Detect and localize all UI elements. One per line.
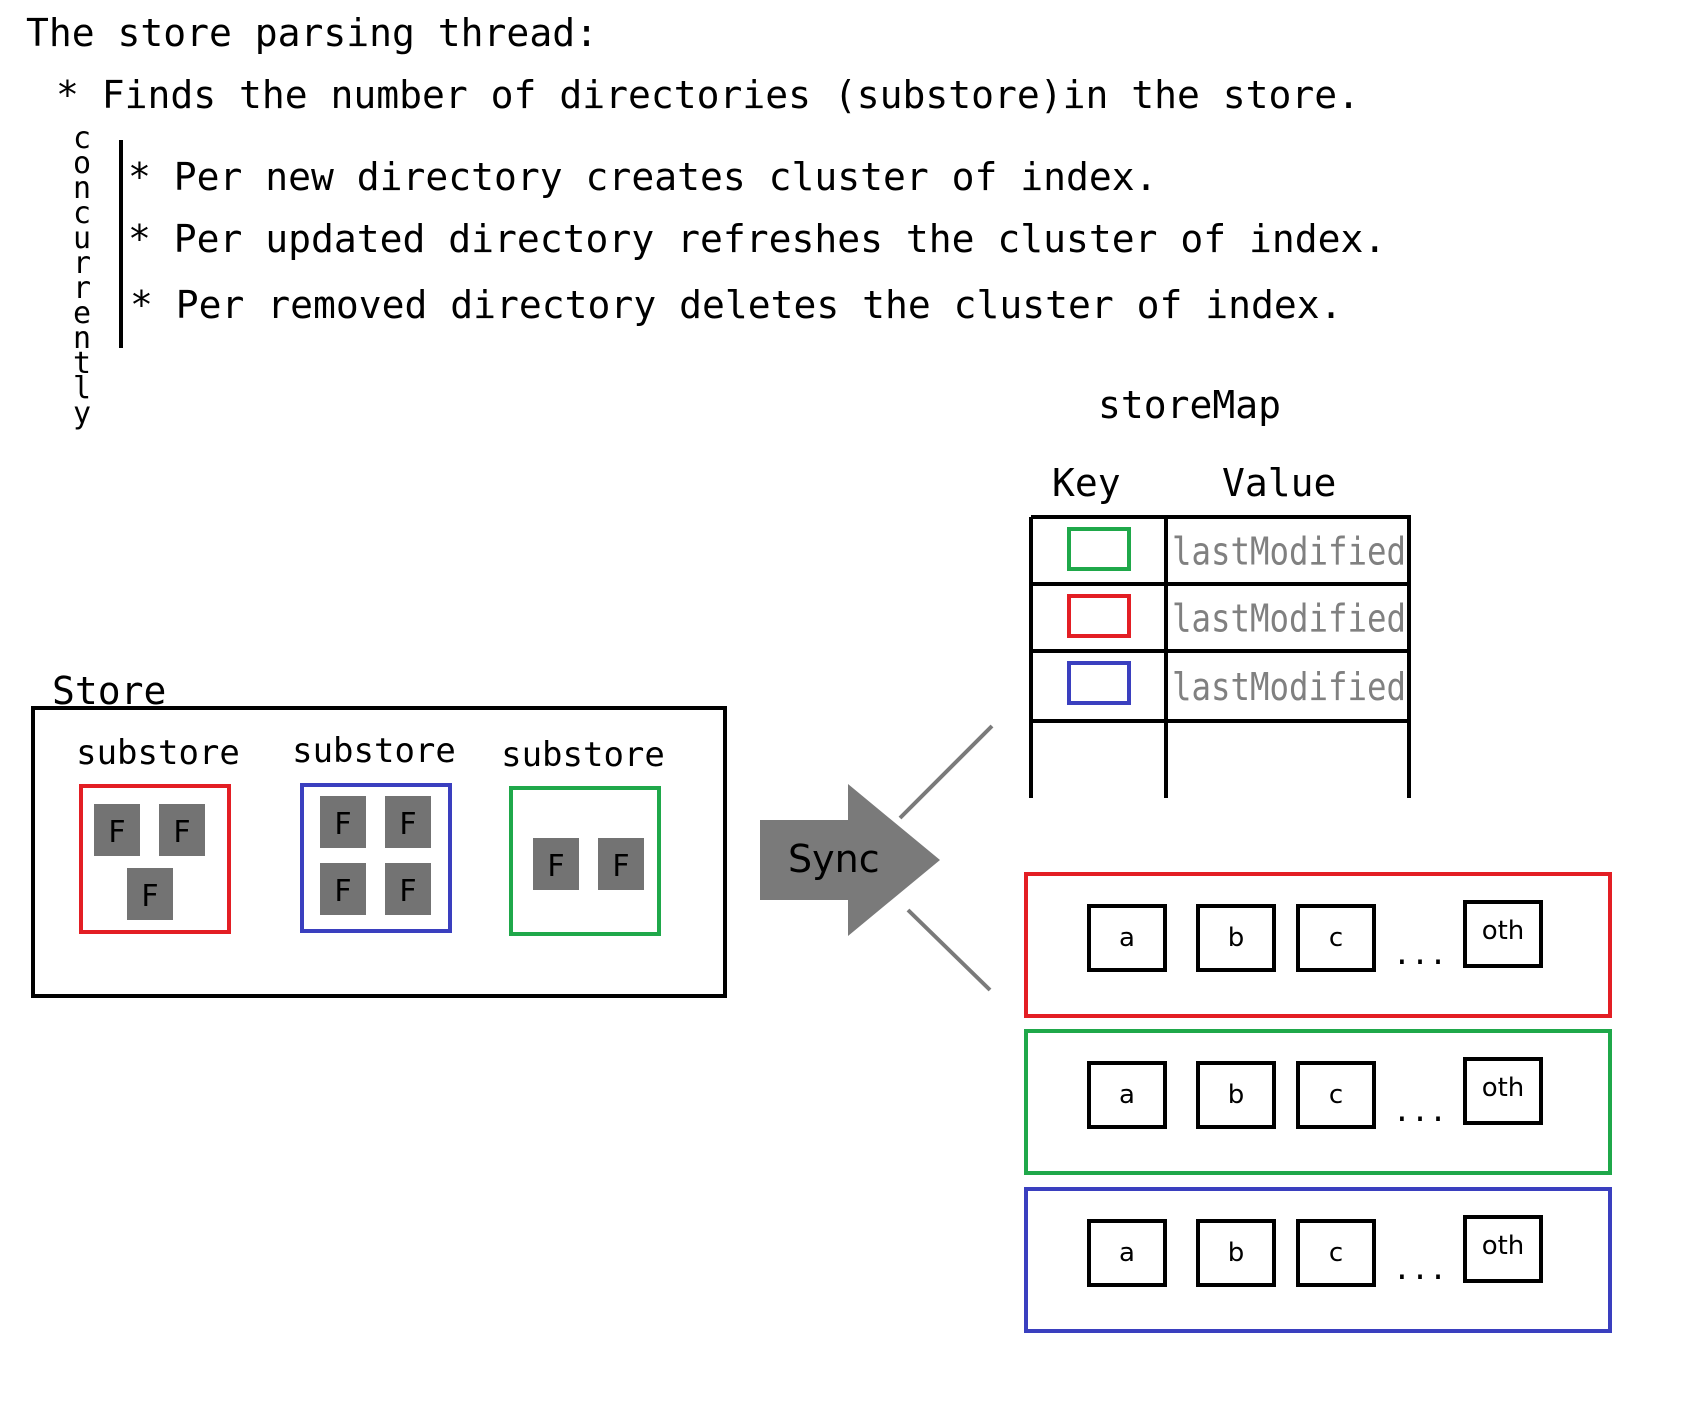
index-cell bbox=[1196, 1061, 1276, 1129]
index-cell bbox=[1196, 1219, 1276, 1287]
storemap-key-swatch bbox=[1067, 527, 1131, 571]
file-block bbox=[320, 863, 366, 915]
store-box bbox=[31, 706, 727, 998]
concurrently-letter: t bbox=[73, 346, 91, 381]
file-block bbox=[94, 804, 140, 856]
index-cell-other-label: oth bbox=[1482, 1231, 1525, 1261]
substore-label: substore bbox=[292, 731, 456, 771]
file-label: F bbox=[334, 874, 351, 909]
storemap-title: storeMap bbox=[1098, 383, 1281, 427]
concurrently-letter: r bbox=[73, 246, 91, 281]
substore-box bbox=[509, 786, 661, 936]
storemap-key-swatch bbox=[1067, 594, 1131, 638]
index-cell bbox=[1296, 1219, 1376, 1287]
file-block bbox=[159, 804, 205, 856]
bullet-removed-directory: * Per removed directory deletes the clus… bbox=[130, 283, 1343, 327]
index-cluster-box bbox=[1024, 1029, 1612, 1175]
concurrently-letter: o bbox=[73, 146, 91, 181]
storemap-table bbox=[1029, 515, 1411, 798]
index-cell bbox=[1087, 1061, 1167, 1129]
connector-to-clusters bbox=[906, 908, 992, 992]
file-block bbox=[598, 838, 644, 890]
index-cell bbox=[1296, 1061, 1376, 1129]
index-cell-label: b bbox=[1228, 1080, 1245, 1110]
storemap-rows: lastModified lastModified lastModified bbox=[1067, 527, 1406, 709]
file-label: F bbox=[547, 849, 564, 884]
index-cell-label: b bbox=[1228, 923, 1245, 953]
concurrently-letter: r bbox=[73, 271, 91, 306]
index-cell-label: a bbox=[1119, 923, 1135, 953]
file-label: F bbox=[399, 874, 416, 909]
concurrently-letter: u bbox=[73, 221, 91, 256]
concurrently-letter: n bbox=[73, 171, 91, 206]
bullet-find-directories: * Finds the number of directories (subst… bbox=[56, 73, 1360, 117]
index-cell bbox=[1087, 1219, 1167, 1287]
file-label: F bbox=[334, 807, 351, 842]
storemap-value: lastModified bbox=[1172, 530, 1406, 574]
bullet-new-directory: * Per new directory creates cluster of i… bbox=[128, 155, 1158, 199]
sync-arrow bbox=[760, 784, 940, 936]
index-cell-label: c bbox=[1329, 923, 1343, 953]
index-clusters: a b c... oth a b c... oth a b c... oth bbox=[1024, 872, 1612, 1333]
storemap-key-swatch bbox=[1067, 661, 1131, 705]
substore-box bbox=[300, 783, 452, 933]
index-cell-other-label: oth bbox=[1482, 1073, 1525, 1103]
storemap-value: lastModified bbox=[1172, 597, 1406, 641]
diagram-title: The store parsing thread: bbox=[26, 11, 598, 55]
substore-label: substore bbox=[76, 733, 240, 773]
substore-label: substore bbox=[501, 735, 665, 775]
concurrently-letter: c bbox=[73, 196, 91, 231]
index-cell-label: c bbox=[1329, 1238, 1343, 1268]
index-cell-label: b bbox=[1228, 1238, 1245, 1268]
storemap-value-header: Value bbox=[1222, 461, 1336, 505]
file-label: F bbox=[399, 807, 416, 842]
index-cell-label: a bbox=[1119, 1238, 1135, 1268]
index-cluster-box bbox=[1024, 872, 1612, 1018]
substore-box bbox=[79, 784, 231, 934]
store-label: Store bbox=[52, 669, 166, 713]
storemap-key-header: Key bbox=[1052, 461, 1121, 505]
file-label: F bbox=[108, 815, 125, 850]
index-ellipsis: ... bbox=[1393, 1252, 1447, 1287]
file-block bbox=[533, 838, 579, 890]
index-ellipsis: ... bbox=[1393, 937, 1447, 972]
file-label: F bbox=[173, 815, 190, 850]
bullet-updated-directory: * Per updated directory refreshes the cl… bbox=[128, 217, 1386, 261]
file-block bbox=[385, 796, 431, 848]
index-cluster-box bbox=[1024, 1187, 1612, 1333]
file-label: F bbox=[141, 879, 158, 914]
index-cell-other bbox=[1463, 1215, 1543, 1283]
index-cell bbox=[1087, 904, 1167, 972]
storemap-value: lastModified bbox=[1172, 665, 1406, 709]
index-cell bbox=[1296, 904, 1376, 972]
connector-to-storemap bbox=[898, 724, 994, 820]
file-block bbox=[320, 796, 366, 848]
index-cell-label: c bbox=[1329, 1080, 1343, 1110]
index-cell-other bbox=[1463, 900, 1543, 968]
file-block bbox=[385, 863, 431, 915]
index-cell bbox=[1196, 904, 1276, 972]
index-ellipsis: ... bbox=[1393, 1094, 1447, 1129]
concurrently-letter: y bbox=[73, 396, 91, 431]
file-block bbox=[127, 868, 173, 920]
concurrently-letter: c bbox=[73, 121, 91, 156]
file-label: F bbox=[612, 849, 629, 884]
index-cell-label: a bbox=[1119, 1080, 1135, 1110]
sync-label: Sync bbox=[788, 837, 880, 881]
concurrently-letter: e bbox=[73, 296, 91, 331]
index-cell-other bbox=[1463, 1057, 1543, 1125]
concurrently-letter: n bbox=[73, 321, 91, 356]
index-cell-other-label: oth bbox=[1482, 916, 1525, 946]
concurrently-letter: l bbox=[73, 371, 91, 406]
